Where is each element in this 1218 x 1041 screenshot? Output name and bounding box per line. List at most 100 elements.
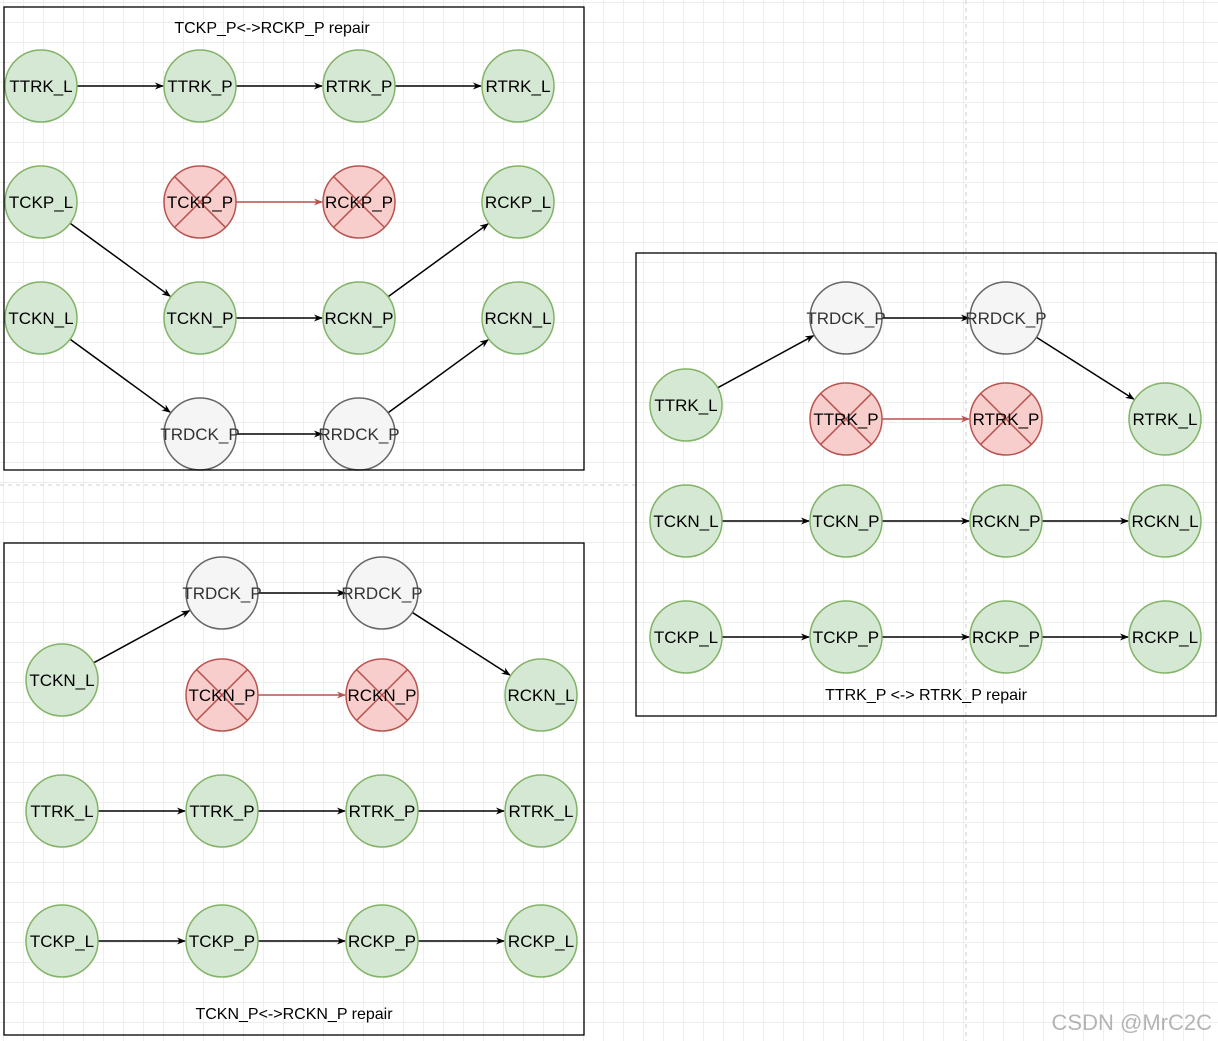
node-tckp-p: TCKP_P [185,904,259,978]
node-circle [1128,600,1202,674]
node-circle [481,49,555,123]
node-label: TCKN_P [188,686,255,705]
node-label: RCKN_P [348,686,417,705]
node-circle [322,49,396,123]
node-circle [4,281,78,355]
node-label: RTRK_L [509,802,574,821]
node-tckn-l: TCKN_L [25,643,99,717]
node-rtrk-l: RTRK_L [504,774,578,848]
node-circle [649,368,723,442]
node-circle [809,484,883,558]
node-label: RCKP_P [972,628,1040,647]
panel-frame-tckn [3,542,585,1036]
node-label: RCKN_L [507,686,574,705]
node-rckn-p: RCKN_P [345,658,419,732]
node-label: TRDCK_P [806,309,885,328]
node-tckn-l: TCKN_L [4,281,78,355]
node-label: TCKN_L [8,309,73,328]
node-rckp-l: RCKP_L [1128,600,1202,674]
link-edge-d3-c4 [387,339,489,414]
node-circle [185,556,259,630]
failed-cross-icon [980,393,1032,445]
node-label: RTRK_P [326,77,393,96]
link-edge-c3-b4 [387,223,489,298]
node-label: TCKN_L [653,512,718,531]
node-rckn-l: RCKN_L [1128,484,1202,558]
node-circle [969,281,1043,355]
node-label: RTRK_L [1133,410,1198,429]
node-circle [1128,484,1202,558]
node-label: RCKP_L [485,193,551,212]
node-rtrk-l: RTRK_L [1128,382,1202,456]
panel-frame-tckp [3,6,585,471]
node-circle [1128,382,1202,456]
node-label: RTRK_L [486,77,551,96]
node-ttrk-l: TTRK_L [649,368,723,442]
node-tckp-l: TCKP_L [649,600,723,674]
node-circle [809,600,883,674]
node-circle [163,281,237,355]
node-ttrk-l: TTRK_L [25,774,99,848]
node-rckp-p: RCKP_P [969,600,1043,674]
node-circle [649,484,723,558]
node-circle [504,904,578,978]
node-label: TCKP_P [167,193,233,212]
node-circle [504,774,578,848]
node-circle [345,904,419,978]
node-rckn-l: RCKN_L [504,658,578,732]
node-circle [4,49,78,123]
link-edge-c1-d2 [69,338,171,413]
node-label: TTRK_L [9,77,72,96]
node-rtrk-l: RTRK_L [481,49,555,123]
node-circle [163,49,237,123]
node-circle [185,774,259,848]
node-circle [345,556,419,630]
failed-cross-icon [174,176,226,228]
node-label: TCKP_L [654,628,718,647]
node-circle [504,658,578,732]
node-label: TCKP_L [30,932,94,951]
node-label: RRDCK_P [965,309,1046,328]
node-rckn-p: RCKN_P [969,484,1043,558]
node-ttrk-p: TTRK_P [185,774,259,848]
link-edge-j1-i2 [717,335,815,389]
node-circle [809,281,883,355]
node-tckn-l: TCKN_L [649,484,723,558]
node-rrdck-p: RRDCK_P [965,281,1047,355]
node-circle [4,165,78,239]
node-rtrk-p: RTRK_P [322,49,396,123]
node-circle [25,643,99,717]
failed-cross-icon [820,393,872,445]
node-label: RCKP_P [348,932,416,951]
node-circle [25,904,99,978]
node-rrdck-p: RRDCK_P [318,397,400,471]
panel-title-tckp: TCKP_P<->RCKP_P repair [174,20,370,37]
node-trdck-p: TRDCK_P [182,556,262,630]
node-label: TTRK_P [189,802,254,821]
node-trdck-p: TRDCK_P [160,397,240,471]
node-tckn-p: TCKN_P [163,281,237,355]
node-label: TCKP_P [189,932,255,951]
node-circle [185,904,259,978]
node-rckn-p: RCKN_P [322,281,396,355]
node-circle [969,484,1043,558]
link-edge-f1-e2 [93,610,191,664]
failed-cross-icon [333,176,385,228]
failed-cross-icon [196,669,248,721]
node-circle [25,774,99,848]
node-label: TCKP_L [9,193,73,212]
node-rtrk-p: RTRK_P [969,382,1043,456]
node-tckp-l: TCKP_L [4,165,78,239]
node-label: RCKN_P [325,309,394,328]
panel-title-tckn: TCKN_P<->RCKN_P repair [195,1006,393,1023]
node-trdck-p: TRDCK_P [806,281,886,355]
node-label: TTRK_P [167,77,232,96]
node-label: RCKP_P [325,193,393,212]
node-label: RRDCK_P [318,425,399,444]
node-label: TCKN_P [166,309,233,328]
node-label: RTRK_P [349,802,416,821]
node-tckp-l: TCKP_L [25,904,99,978]
node-label: RRDCK_P [341,584,422,603]
node-rckp-p: RCKP_P [322,165,396,239]
